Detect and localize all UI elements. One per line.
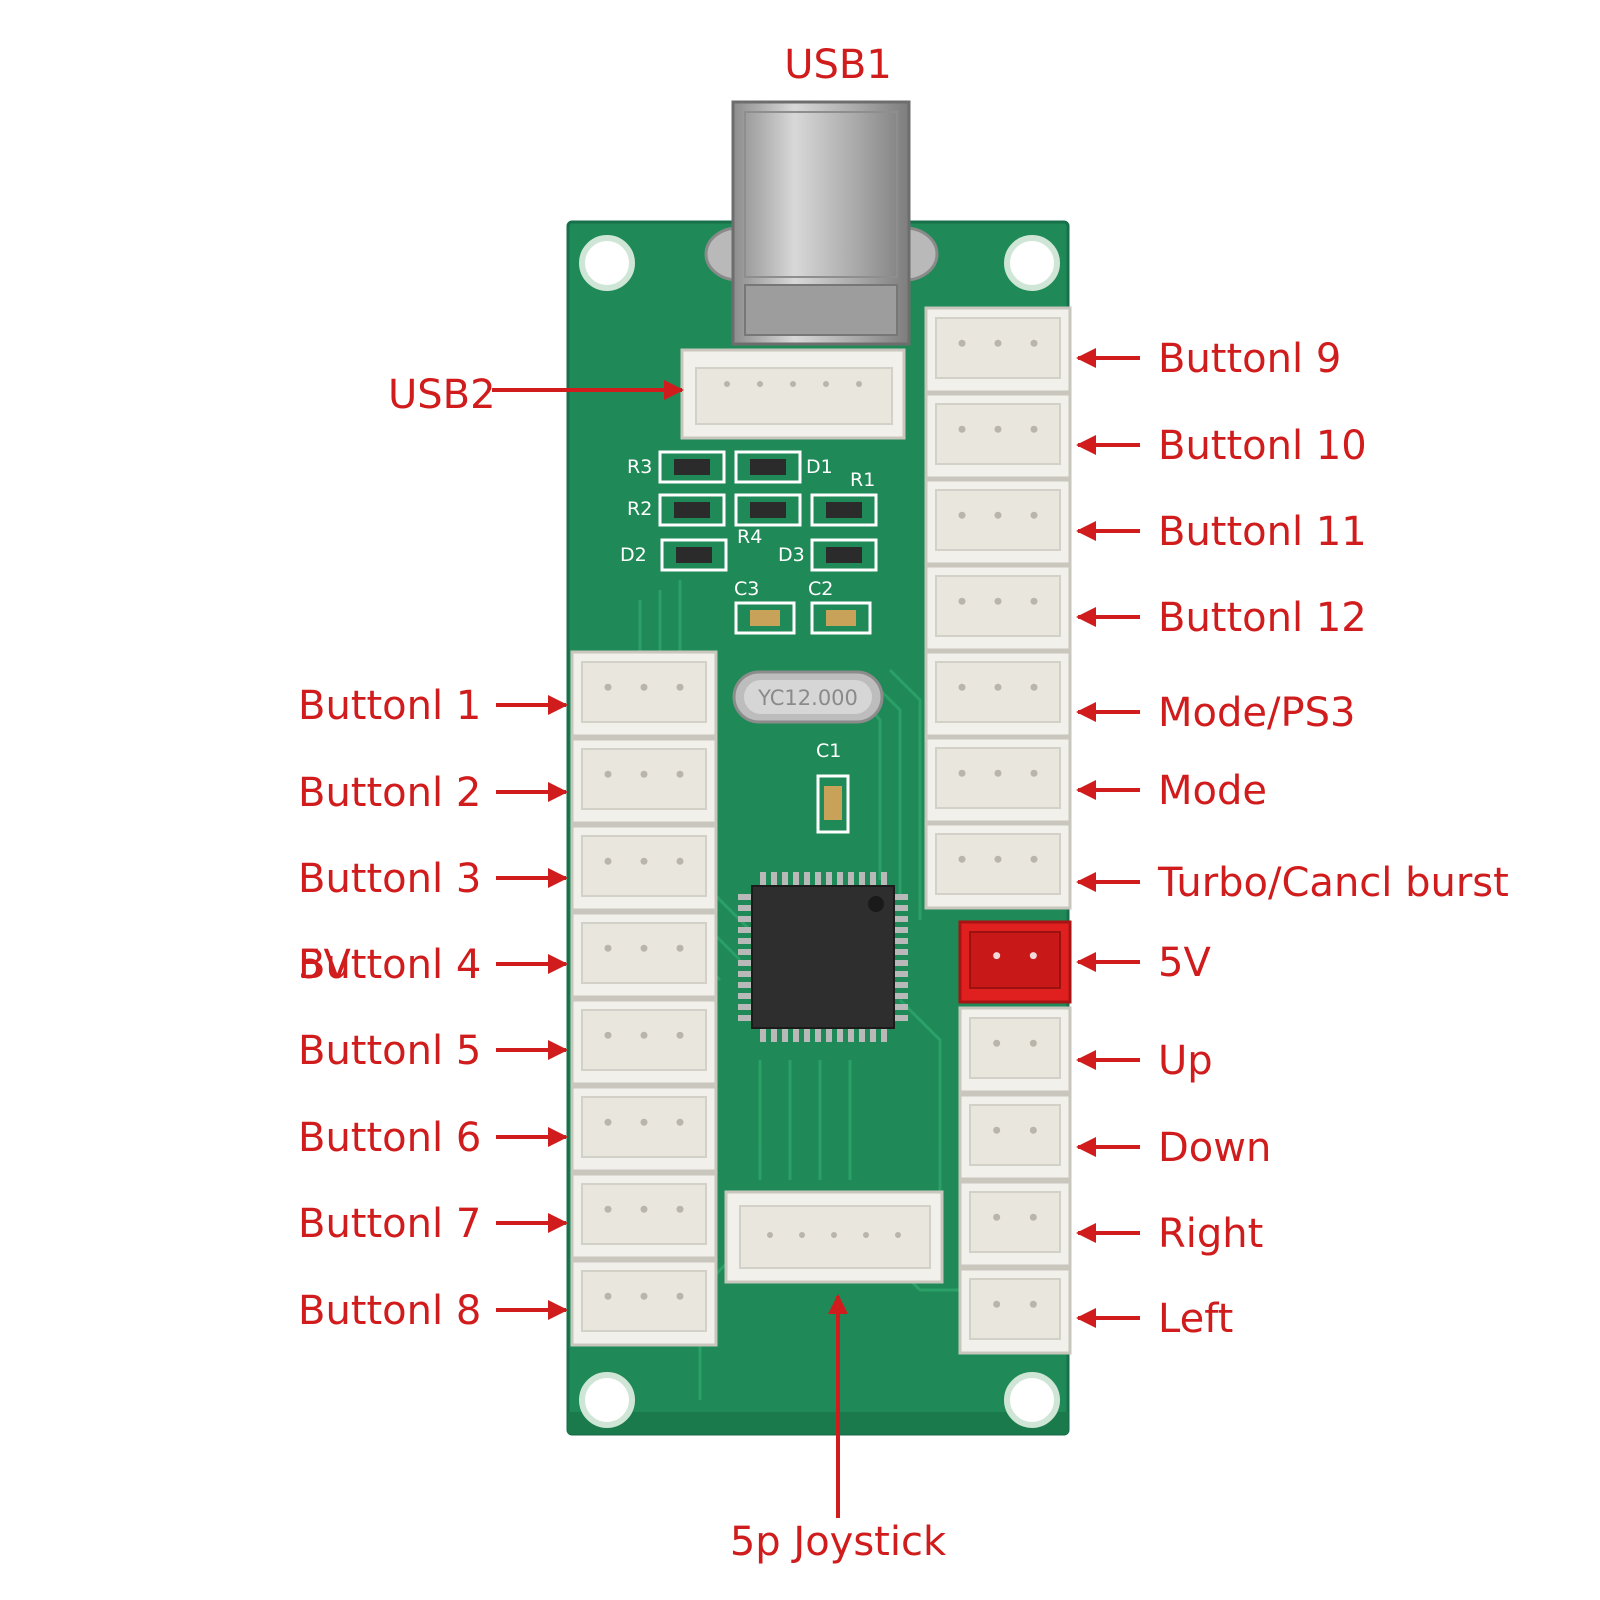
label-right-5: Mode/PS3 [1158, 690, 1355, 736]
button-connector-6 [570, 1085, 718, 1173]
usb2-connector [680, 348, 906, 440]
silk-d3: D3 [778, 544, 805, 566]
right-labels: Buttonl 9 Buttonl 10 Buttonl 11 Buttonl 12 M… [1157, 336, 1509, 1342]
button-connector-2 [570, 737, 718, 825]
label-usb2: USB2 [388, 372, 496, 418]
button-connector-9 [924, 306, 1072, 394]
direction-connector-2 [958, 1093, 1072, 1181]
direction-connector-3 [958, 1180, 1072, 1268]
label-left-6: Buttonl 6 [298, 1115, 481, 1161]
button-connector-15 [924, 822, 1072, 910]
button-connector-12 [924, 564, 1072, 652]
mounting-hole [579, 235, 1060, 1428]
silk-d1: D1 [806, 456, 833, 478]
button-connector-5 [570, 998, 718, 1086]
silk-c2: C2 [808, 578, 833, 600]
crystal-oscillator: YC12.000 [732, 670, 884, 724]
callout-arrows [492, 348, 1140, 1518]
button-connector-3 [570, 824, 718, 912]
label-left-7: Buttonl 7 [298, 1201, 481, 1247]
direction-connector-4 [958, 1267, 1072, 1355]
joystick-connector [724, 1190, 944, 1284]
label-right-3: Buttonl 11 [1158, 509, 1367, 555]
label-right-10: Down [1158, 1125, 1271, 1171]
label-left-1: Buttonl 1 [298, 683, 481, 729]
label-left-4: Buttonl 4 [298, 942, 481, 988]
microcontroller-chip [738, 872, 908, 1042]
connectors [570, 306, 1072, 1355]
label-right-9: Up [1158, 1038, 1213, 1084]
button-connector-8 [570, 1259, 718, 1347]
label-usb1: USB1 [784, 42, 892, 88]
power-5v-connector [958, 920, 1072, 1004]
smd-components: R3 D1 R1 R2 R4 D2 D3 C3 C2 C1 [620, 450, 878, 834]
button-connector-13 [924, 650, 1072, 738]
label-left-5: Buttonl 5 [298, 1028, 481, 1074]
silk-r2: R2 [627, 498, 652, 520]
label-right-12: Left [1158, 1296, 1233, 1342]
silk-d2: D2 [620, 544, 647, 566]
label-left-overlap-5v: 5V [298, 942, 351, 988]
label-right-6: Mode [1158, 768, 1267, 814]
button-connector-11 [924, 478, 1072, 566]
label-right-2: Buttonl 10 [1158, 423, 1367, 469]
usb1-connector [704, 100, 939, 346]
button-connector-14 [924, 736, 1072, 824]
label-right-11: Right [1158, 1211, 1263, 1257]
label-right-1: Buttonl 9 [1158, 336, 1341, 382]
button-connector-4 [570, 911, 718, 999]
label-right-8: 5V [1158, 940, 1211, 986]
label-left-3: Buttonl 3 [298, 856, 481, 902]
label-5p-joystick: 5p Joystick [730, 1519, 947, 1565]
silk-r4: R4 [737, 526, 762, 548]
label-right-7: Turbo/Cancl burst [1157, 860, 1509, 906]
silk-c1: C1 [816, 740, 841, 762]
button-connector-7 [570, 1172, 718, 1260]
silk-r3: R3 [627, 456, 652, 478]
left-labels: Buttonl 1 Buttonl 2 Buttonl 3 Buttonl 4 Butt… [298, 683, 481, 1334]
direction-connector-1 [958, 1006, 1072, 1094]
silk-r1: R1 [850, 469, 875, 491]
silk-c3: C3 [734, 578, 759, 600]
label-left-2: Buttonl 2 [298, 770, 481, 816]
label-left-8: Buttonl 8 [298, 1288, 481, 1334]
button-connector-10 [924, 392, 1072, 480]
crystal-label: YC12.000 [757, 686, 858, 710]
label-right-4: Buttonl 12 [1158, 595, 1367, 641]
button-connector-1 [570, 650, 718, 738]
